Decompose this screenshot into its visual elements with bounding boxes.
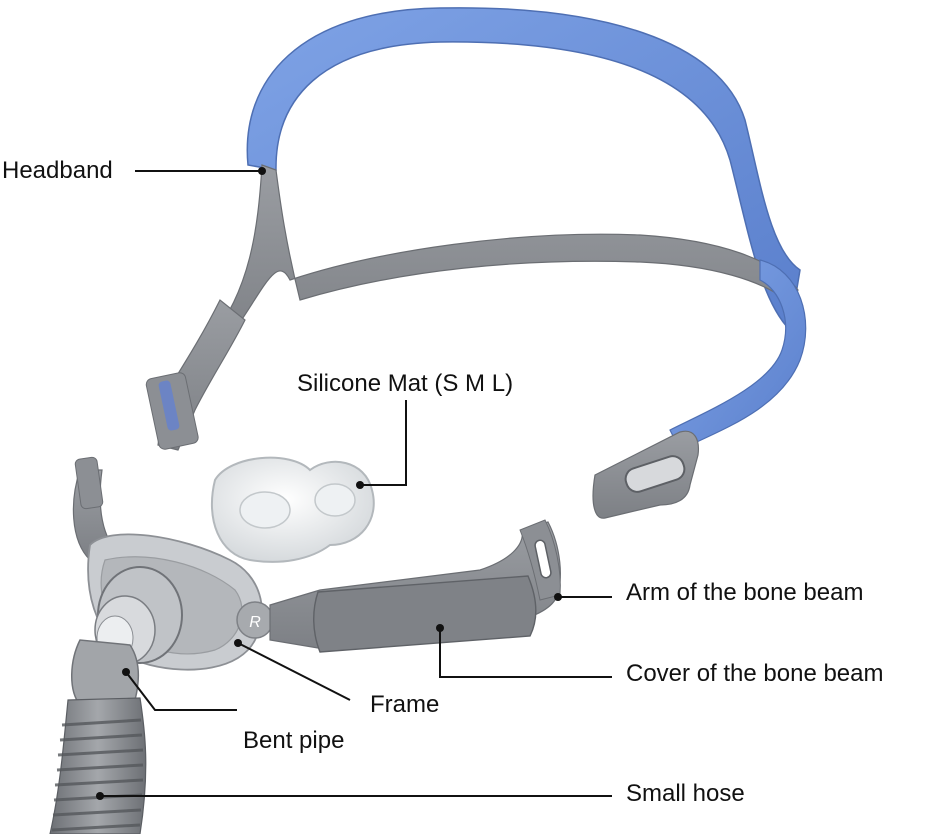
- label-silicone-mat: Silicone Mat (S M L): [297, 370, 514, 397]
- frame-badge: R: [249, 614, 261, 631]
- silicone-mat: [210, 456, 375, 563]
- bent-pipe: [71, 566, 183, 706]
- label-headband: Headband: [2, 157, 113, 184]
- label-cover-bone-beam: Cover of the bone beam: [626, 660, 884, 687]
- label-bent-pipe: Bent pipe: [243, 727, 345, 754]
- bone-beam: [269, 519, 561, 653]
- leader-bent-pipe: [125, 671, 237, 711]
- label-small-hose: Small hose: [626, 780, 745, 807]
- headband: [145, 7, 807, 519]
- leader-endpoints: [96, 167, 562, 800]
- leader-lines: [100, 170, 612, 797]
- small-hose: [49, 697, 147, 834]
- label-frame: Frame: [370, 691, 440, 718]
- leader-silicone-mat: [360, 400, 407, 486]
- label-arm-bone-beam: Arm of the bone beam: [626, 579, 864, 606]
- leader-frame: [237, 642, 351, 701]
- leader-cover-bone-beam: [439, 628, 612, 678]
